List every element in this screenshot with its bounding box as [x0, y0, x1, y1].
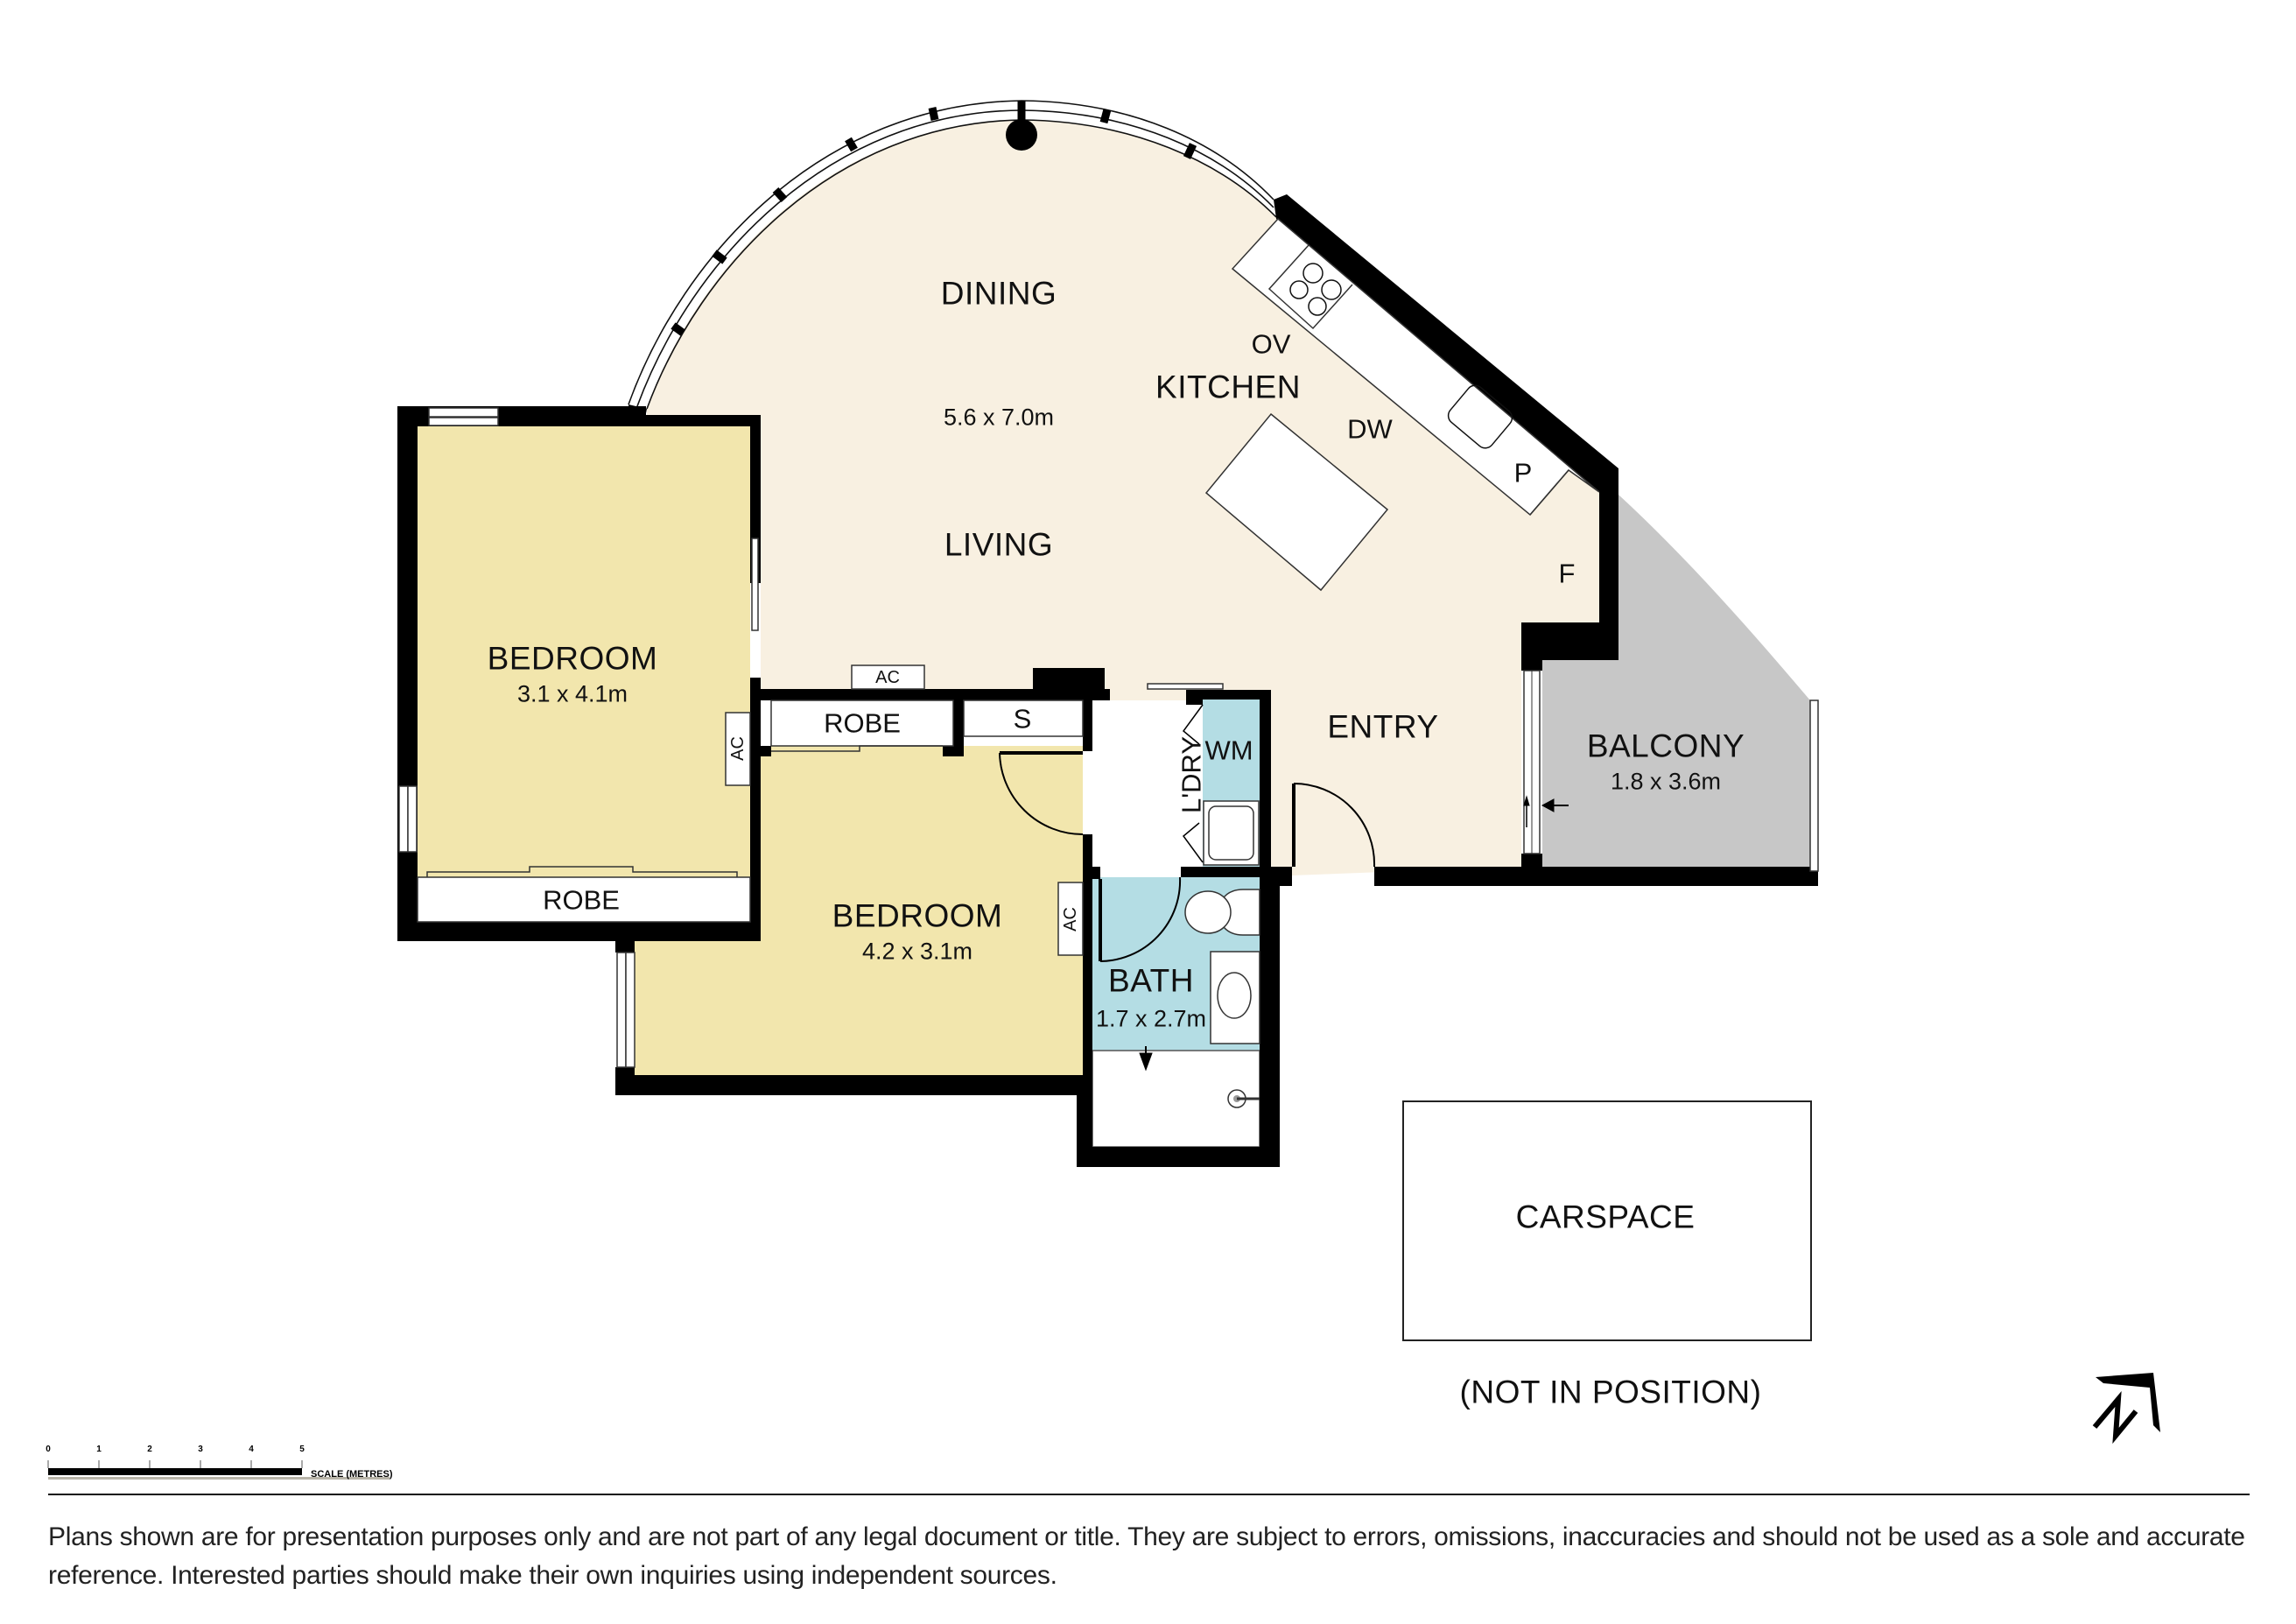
bedroom-2-robe-label: ROBE — [824, 707, 901, 739]
laundry-label: L'DRY — [1176, 735, 1207, 814]
bedroom-2-label: BEDROOM — [832, 897, 1003, 934]
ac-unit-bed1 — [725, 712, 751, 786]
bedroom-1-label: BEDROOM — [487, 640, 658, 677]
bedroom-2-floor — [635, 746, 1083, 1075]
kitchen-label: KITCHEN — [1155, 369, 1301, 405]
living-ac-label: AC — [875, 668, 900, 687]
scale-tick-0: 0 — [46, 1445, 51, 1454]
north-arrow-icon — [2092, 1373, 2160, 1445]
balcony-floor — [1542, 495, 1810, 868]
oven-label: OV — [1251, 328, 1291, 360]
bedroom-2-ac-label: AC — [1061, 907, 1080, 932]
scale-tick-4: 4 — [249, 1445, 254, 1454]
doors — [999, 670, 1541, 962]
curved-window-wall — [628, 100, 1277, 410]
fridge-label: F — [1558, 558, 1576, 589]
entry-label: ENTRY — [1327, 708, 1439, 745]
scale-tick-1: 1 — [96, 1445, 102, 1454]
arrows — [1139, 795, 1569, 1072]
scale-tick-3: 3 — [198, 1445, 203, 1454]
ac-unit-bed2 — [1057, 882, 1084, 956]
disclaimer-text: Plans shown are for presentation purpose… — [48, 1522, 2245, 1590]
scale-label: SCALE (METRES) — [311, 1469, 393, 1480]
dining-label: DINING — [940, 275, 1057, 312]
bedroom-1-floor — [418, 426, 750, 877]
kitchen-island — [1204, 412, 1389, 592]
sink — [1447, 384, 1513, 449]
storage-cupboard — [963, 700, 1084, 737]
windows — [398, 407, 759, 1068]
ac-unit-living — [851, 664, 925, 690]
window-mullions — [671, 101, 1197, 336]
balcony-label: BALCONY — [1586, 728, 1745, 764]
column — [1006, 119, 1037, 151]
bedroom-1-ac-label: AC — [728, 736, 748, 761]
basin — [1217, 972, 1252, 1019]
washing-machine-label: WM — [1204, 735, 1253, 766]
footer-divider — [48, 1494, 2250, 1495]
scale-tick-2: 2 — [147, 1445, 152, 1454]
carspace-label: CARSPACE — [1515, 1199, 1696, 1235]
balcony-dimensions: 1.8 x 3.6m — [1610, 768, 1722, 795]
robe-1 — [417, 876, 751, 923]
dryer — [1203, 800, 1260, 866]
shower-head — [1227, 1089, 1260, 1108]
living-label: LIVING — [944, 526, 1054, 563]
pantry-label: P — [1513, 457, 1533, 489]
storage-label: S — [1013, 703, 1032, 735]
scale-tick-5: 5 — [299, 1445, 305, 1454]
carspace-note: (NOT IN POSITION) — [1459, 1374, 1762, 1410]
bath-dimensions: 1.7 x 2.7m — [1095, 1005, 1207, 1032]
bath-label: BATH — [1108, 962, 1194, 999]
cooktop — [1289, 263, 1342, 316]
dishwasher-label: DW — [1347, 413, 1393, 445]
joinery — [417, 217, 1812, 1341]
robe-2 — [770, 700, 954, 747]
carspace-outline — [1402, 1100, 1812, 1341]
walls — [397, 194, 1819, 1167]
laundry-slider — [1147, 683, 1224, 690]
bedroom-1-dimensions: 3.1 x 4.1m — [516, 680, 628, 707]
scale-bar — [47, 1460, 390, 1480]
living-dimensions: 5.6 x 7.0m — [943, 404, 1055, 431]
bedroom-2-dimensions: 4.2 x 3.1m — [861, 938, 973, 965]
bedroom-1-robe-label: ROBE — [543, 884, 620, 916]
